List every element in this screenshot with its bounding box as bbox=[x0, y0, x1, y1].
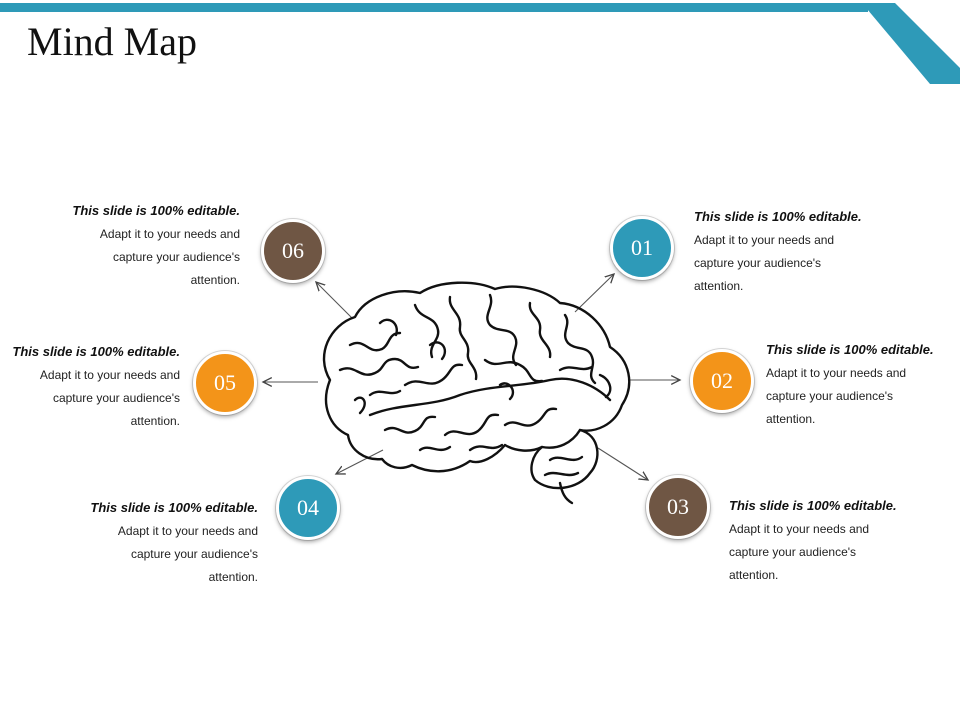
node-06-body-text: Adapt it to your needs and capture your … bbox=[99, 227, 240, 287]
arrow-04 bbox=[336, 449, 384, 474]
node-02: 02 bbox=[690, 349, 754, 413]
node-06-description: This slide is 100% editable. Adapt it to… bbox=[70, 199, 240, 292]
arrow-06 bbox=[316, 282, 353, 319]
node-04-description: This slide is 100% editable. Adapt it to… bbox=[88, 496, 258, 589]
node-03: 03 bbox=[646, 475, 710, 539]
node-05-body-text: Adapt it to your needs and capture your … bbox=[39, 368, 180, 428]
node-03-body-text: Adapt it to your needs and capture your … bbox=[729, 522, 870, 582]
node-02-number: 02 bbox=[711, 368, 733, 393]
node-03-number: 03 bbox=[667, 494, 689, 519]
node-06: 06 bbox=[261, 219, 325, 283]
top-accent-bar bbox=[0, 3, 960, 84]
node-04: 04 bbox=[276, 476, 340, 540]
brain-icon bbox=[322, 281, 631, 505]
arrow-03 bbox=[597, 447, 648, 480]
node-06-number: 06 bbox=[282, 238, 304, 263]
node-05-number: 05 bbox=[214, 370, 236, 395]
node-05-bold-text: This slide is 100% editable. bbox=[12, 344, 180, 359]
node-02-bold-text: This slide is 100% editable. bbox=[766, 342, 934, 357]
node-04-body-text: Adapt it to your needs and capture your … bbox=[117, 524, 258, 584]
node-01: 01 bbox=[610, 216, 674, 280]
arrow-01 bbox=[574, 274, 614, 313]
node-03-description: This slide is 100% editable. Adapt it to… bbox=[729, 494, 899, 587]
node-01-number: 01 bbox=[631, 235, 653, 260]
node-05: 05 bbox=[193, 351, 257, 415]
node-04-number: 04 bbox=[297, 495, 319, 520]
node-01-bold-text: This slide is 100% editable. bbox=[694, 209, 862, 224]
node-02-description: This slide is 100% editable. Adapt it to… bbox=[766, 338, 936, 431]
node-06-bold-text: This slide is 100% editable. bbox=[72, 203, 240, 218]
node-03-bold-text: This slide is 100% editable. bbox=[729, 498, 897, 513]
node-04-bold-text: This slide is 100% editable. bbox=[90, 500, 258, 515]
node-02-body-text: Adapt it to your needs and capture your … bbox=[766, 366, 907, 426]
node-01-description: This slide is 100% editable. Adapt it to… bbox=[694, 205, 864, 298]
node-01-body-text: Adapt it to your needs and capture your … bbox=[694, 233, 835, 293]
page-title: Mind Map bbox=[27, 19, 197, 64]
node-05-description: This slide is 100% editable. Adapt it to… bbox=[10, 340, 180, 433]
